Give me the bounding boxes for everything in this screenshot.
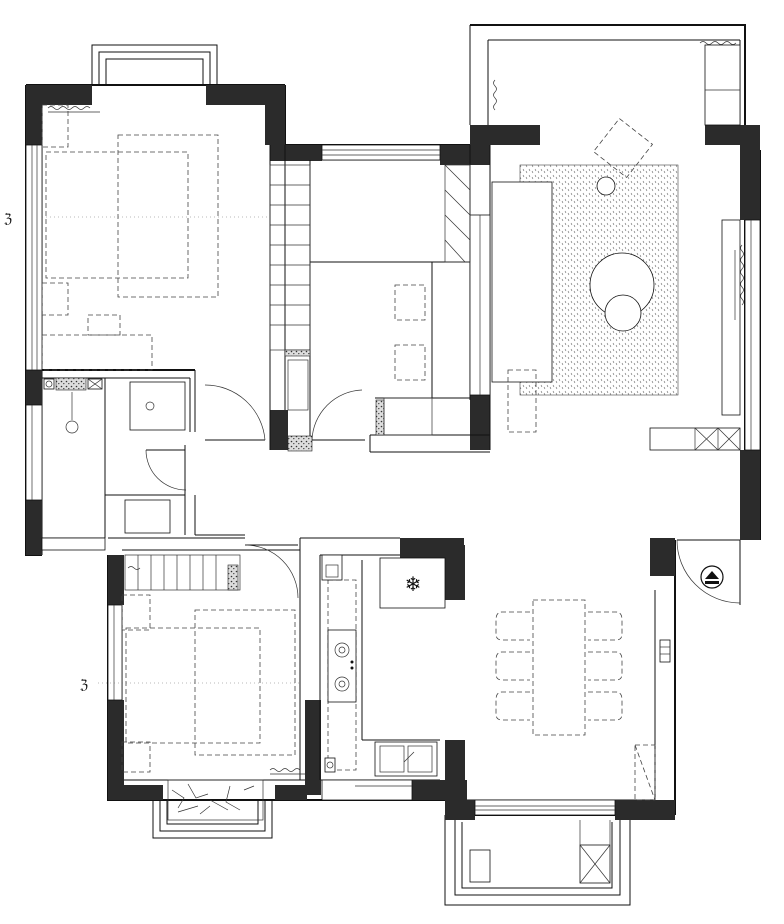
bedroom-bottom-left: ℨ [80, 594, 300, 821]
bedroom-top-left: ℨ [4, 104, 268, 371]
section-marker: ℨ [4, 212, 12, 227]
windows [25, 144, 761, 816]
curtains [47, 41, 744, 775]
entrance-arrow-icon [700, 565, 724, 589]
gas-burner-icon [327, 629, 357, 703]
dining-area [495, 599, 671, 801]
living-room [491, 117, 741, 451]
section-marker: ℨ [80, 678, 88, 693]
kitchen-sink-icon [374, 741, 438, 777]
bathroom [43, 377, 186, 534]
doors [145, 384, 741, 604]
dining-nook [383, 164, 471, 436]
snowflake-icon: ❄ [405, 572, 422, 596]
balcony [469, 820, 611, 884]
kitchen: ❄ [321, 554, 446, 777]
wall-blocks [26, 85, 760, 820]
